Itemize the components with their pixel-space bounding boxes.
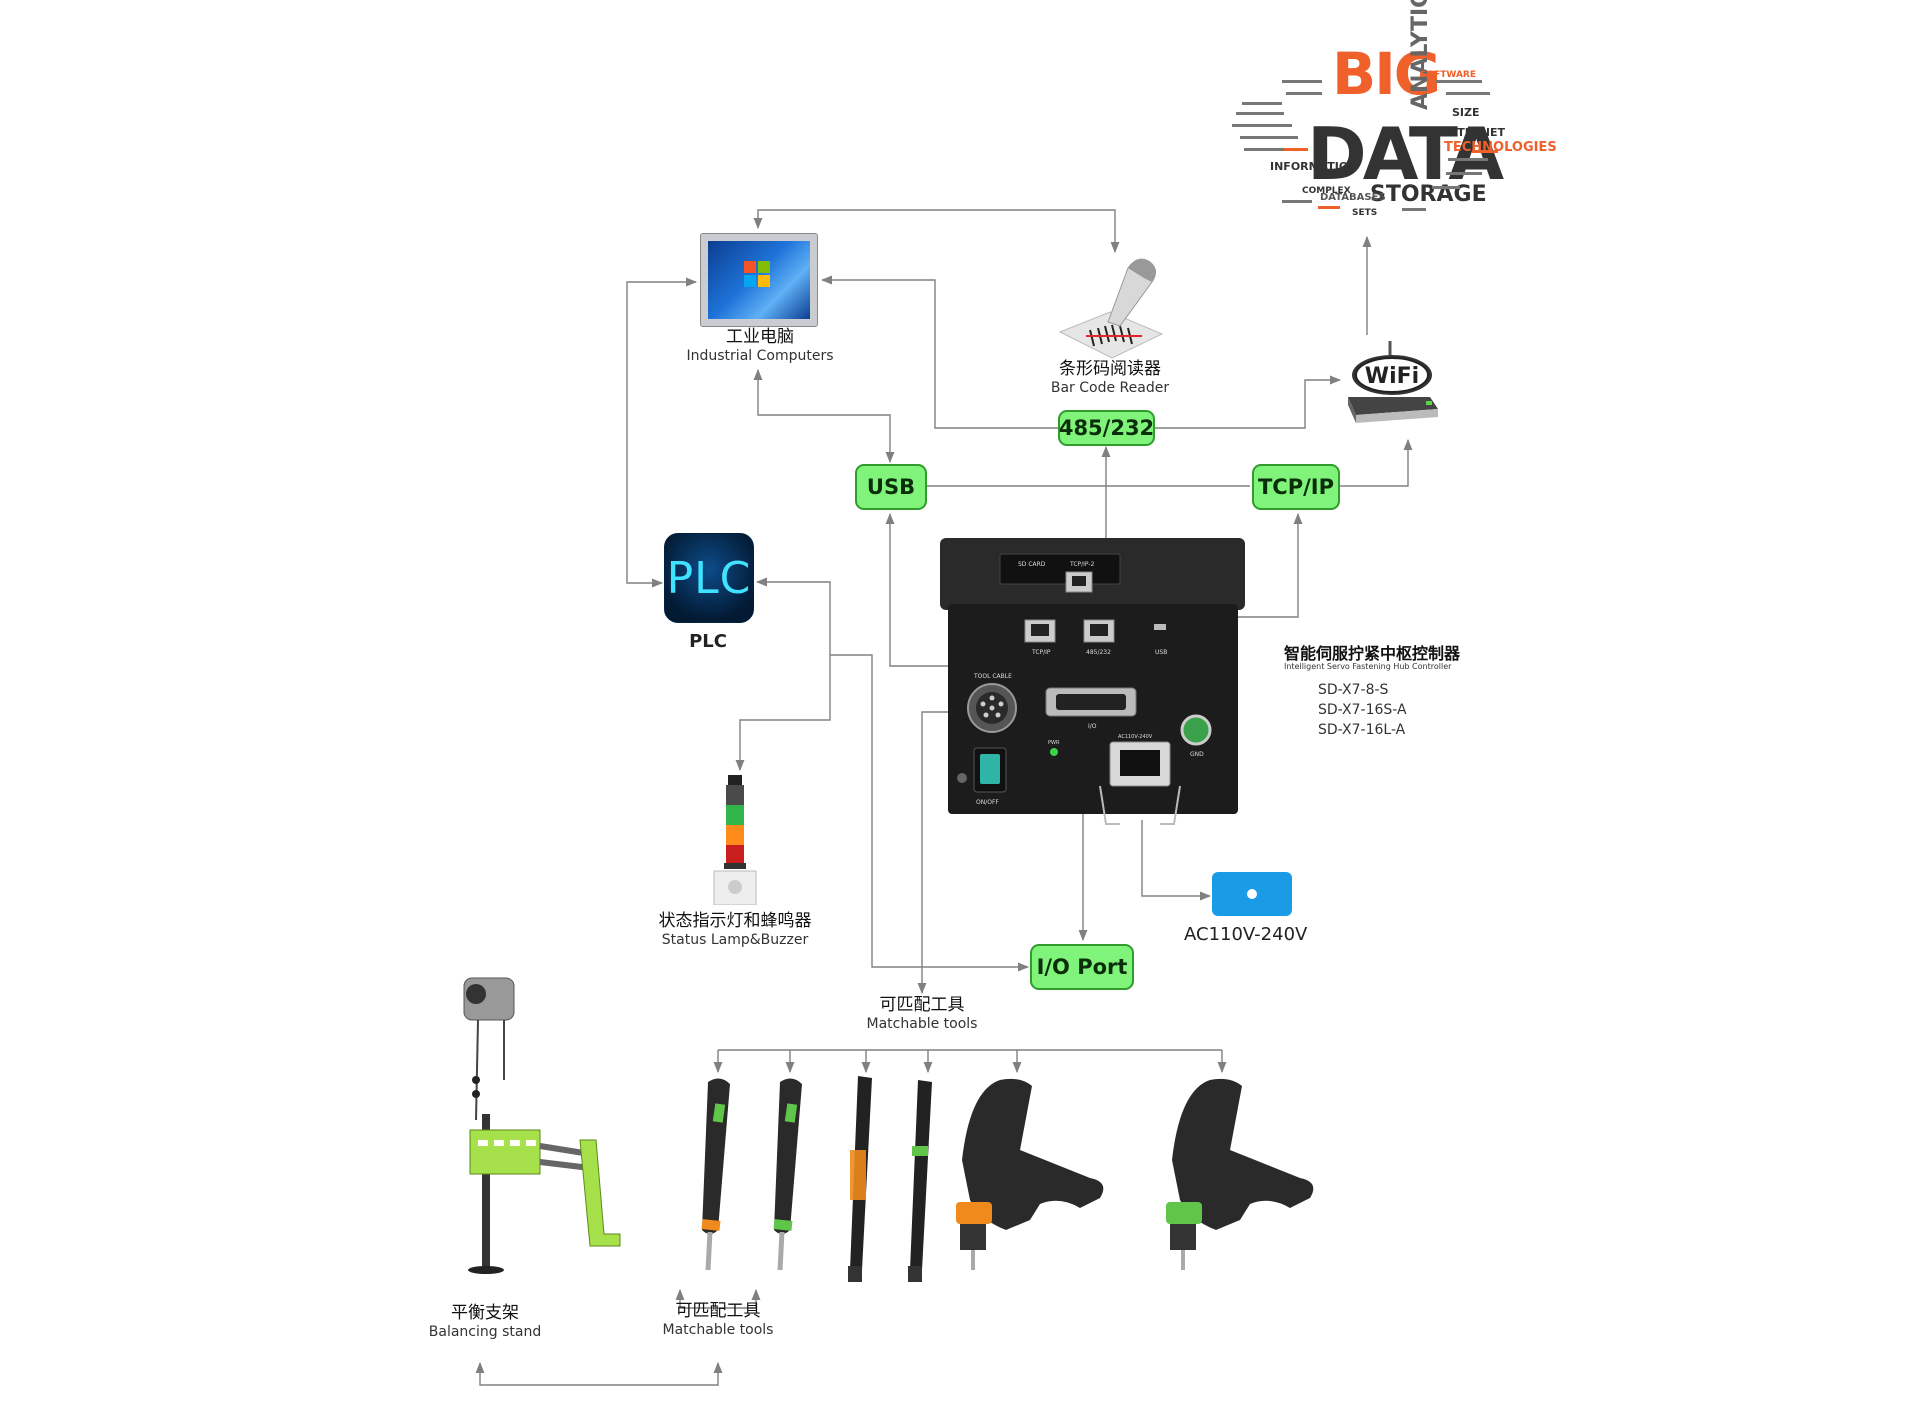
port-ac-label: AC110V-240V: [1118, 734, 1153, 740]
tools-bottom-caption: 可匹配工具 Matchable tools: [628, 1301, 808, 1338]
barcode-label-en: Bar Code Reader: [1050, 379, 1170, 396]
barcode-caption: 条形码阅读器 Bar Code Reader: [1010, 359, 1210, 396]
cloud-filler-text: [1232, 80, 1498, 211]
status-lamp-icon: [713, 775, 757, 905]
port-pwr-label: PWR: [1048, 740, 1060, 746]
wifi-router-icon: WiFi: [1348, 341, 1438, 423]
lamp-caption: 状态指示灯和蜂鸣器 Status Lamp&Buzzer: [630, 911, 840, 948]
cloud-software: SOFTWARE: [1420, 70, 1476, 80]
big-data-cloud: BIG DATA STORAGE ANALYTICS TECHNOLOGIES …: [1222, 0, 1557, 240]
barcode-label-cn: 条形码阅读器: [1059, 359, 1161, 379]
hub-controller-device: SD CARD TCP/IP-2 TCP/IP 485/232 USB TOOL…: [940, 538, 1245, 825]
cloud-complex: COMPLEX: [1302, 186, 1351, 196]
plc-icon: PLC: [664, 533, 754, 623]
port-tcp-label: TCP/IP: [1031, 649, 1051, 656]
plc-label: PLC: [689, 631, 727, 652]
windows-logo-icon: [744, 261, 770, 287]
line-stand-tools: [475, 1361, 723, 1386]
computer-caption: 工业电脑 Industrial Computers: [660, 327, 860, 364]
tool-pistol-grip-1: [956, 1078, 1104, 1270]
cloud-internet: INTERNET: [1444, 126, 1506, 139]
tool-pistol-grip-2: [1166, 1078, 1314, 1270]
matchable-tools-images: [701, 1076, 1314, 1282]
barcode-reader-icon: [1058, 258, 1164, 359]
port-485-label: 485/232: [1086, 649, 1111, 656]
plc-icon-text: PLC: [666, 552, 752, 604]
stand-label-en: Balancing stand: [428, 1323, 542, 1340]
power-outlet-icon: [1212, 872, 1292, 916]
controller-model-1: SD-X7-8-S: [1318, 682, 1389, 698]
tools-top-caption: 可匹配工具 Matchable tools: [832, 995, 1012, 1032]
port-tool-label: TOOL CABLE: [973, 673, 1012, 680]
tool-screwdriver-4: [908, 1080, 932, 1282]
power-label: AC110V-240V: [1184, 924, 1308, 945]
computer-label-cn: 工业电脑: [726, 327, 794, 347]
port-gnd-label: GND: [1190, 751, 1204, 758]
controller-model-2: SD-X7-16S-A: [1318, 702, 1407, 718]
line-tcp-wifi: [1340, 438, 1413, 487]
lamp-label-en: Status Lamp&Buzzer: [661, 931, 809, 948]
line-485-wifi: [1155, 375, 1342, 429]
cloud-sets: SETS: [1352, 208, 1378, 218]
port-onoff-label: ON/OFF: [976, 799, 999, 806]
io-port-button[interactable]: I/O Port: [1030, 944, 1134, 990]
industrial-computer-monitor: [700, 233, 818, 327]
line-computer-barcode: [753, 209, 1120, 254]
line-plc-io: [830, 654, 1030, 972]
computer-label-en: Industrial Computers: [686, 347, 834, 364]
tool-screwdriver-2: [773, 1078, 802, 1271]
port-tcp2-label: TCP/IP-2: [1069, 561, 1095, 568]
tool-screwdriver-3: [848, 1076, 872, 1282]
cloud-big: BIG: [1332, 40, 1441, 108]
port-usb-label: USB: [1155, 649, 1167, 656]
controller-label-cn: 智能伺服拧紧中枢控制器: [1284, 644, 1461, 663]
controller-model-3: SD-X7-16L-A: [1318, 722, 1406, 738]
line-plc-lamp: [735, 577, 831, 772]
stand-caption: 平衡支架 Balancing stand: [400, 1303, 570, 1340]
cloud-databases: DATABASES: [1320, 192, 1386, 203]
tools-top-label-cn: 可匹配工具: [879, 995, 965, 1015]
stand-label-cn: 平衡支架: [451, 1303, 519, 1323]
lamp-label-cn: 状态指示灯和蜂鸣器: [658, 911, 812, 931]
line-485-computer: [820, 275, 1058, 429]
port-io-label: I/O: [1088, 723, 1097, 730]
port-tcp-ip-button[interactable]: TCP/IP: [1252, 464, 1340, 510]
cloud-information: INFORMATION: [1270, 160, 1358, 173]
wifi-label: WiFi: [1365, 364, 1419, 389]
tools-top-label-en: Matchable tools: [866, 1015, 978, 1032]
cloud-size: SIZE: [1452, 106, 1480, 119]
balancing-stand-image: [463, 977, 621, 1274]
port-sd-label: SD CARD: [1018, 561, 1046, 568]
controller-label-en: Intelligent Servo Fastening Hub Controll…: [1284, 662, 1452, 671]
line-computer-usb: [753, 368, 895, 464]
port-485-232-button[interactable]: 485/232: [1058, 410, 1155, 446]
cloud-data: DATA: [1307, 112, 1504, 196]
line-bottom-tools: [675, 1288, 761, 1309]
tools-bottom-label-cn: 可匹配工具: [675, 1301, 761, 1321]
tool-screwdriver-1: [701, 1078, 730, 1271]
line-power-plug: [1141, 820, 1212, 901]
cloud-storage: STORAGE: [1370, 182, 1487, 207]
line-computer-plc: [626, 277, 698, 588]
port-usb-button[interactable]: USB: [855, 464, 927, 510]
tools-bottom-label-en: Matchable tools: [662, 1321, 774, 1338]
